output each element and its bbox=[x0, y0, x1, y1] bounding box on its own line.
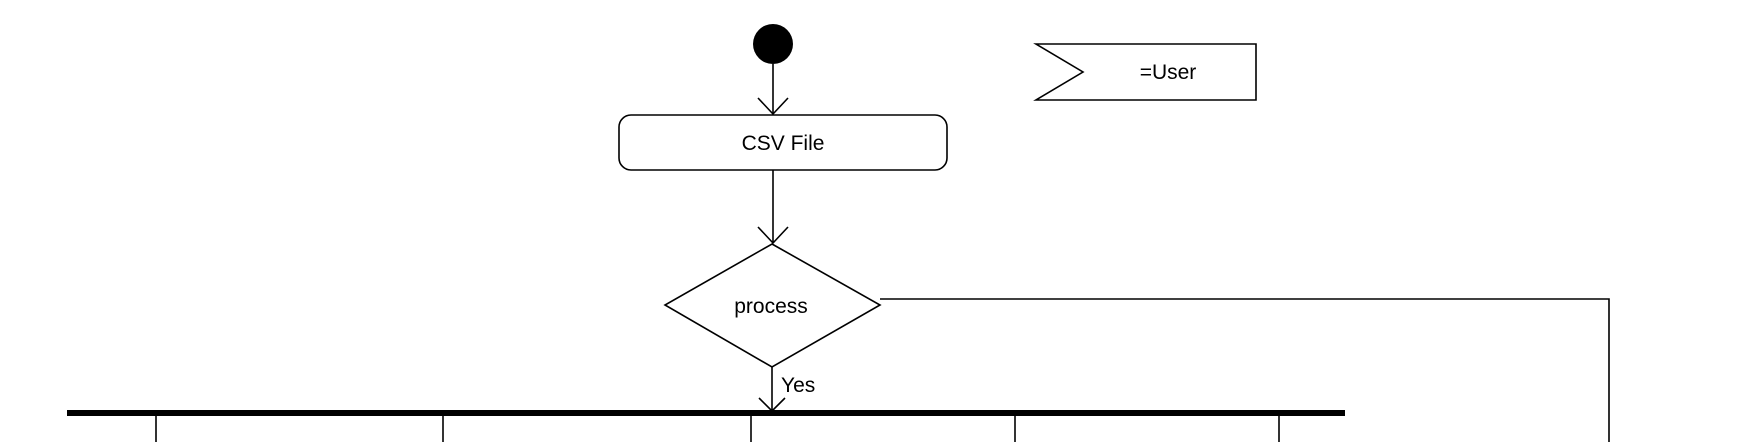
yes-guard-label: Yes bbox=[781, 374, 815, 397]
process-decision-label: process bbox=[734, 295, 808, 318]
initial-node bbox=[753, 24, 793, 64]
arrow-start-to-csv bbox=[757, 64, 789, 116]
arrow-csv-to-decision bbox=[757, 170, 789, 245]
process-decision: process bbox=[663, 243, 882, 368]
fork-outgoing-lines bbox=[155, 416, 1280, 442]
legend-user: =User bbox=[1033, 43, 1257, 101]
decision-right-branch bbox=[880, 298, 1610, 442]
csv-file-label: CSV File bbox=[742, 132, 825, 155]
csv-file-action: CSV File bbox=[618, 114, 948, 171]
legend-user-label: =User bbox=[1140, 61, 1197, 84]
fork-bar bbox=[67, 410, 1345, 416]
legend-flag-icon bbox=[1033, 43, 1257, 101]
